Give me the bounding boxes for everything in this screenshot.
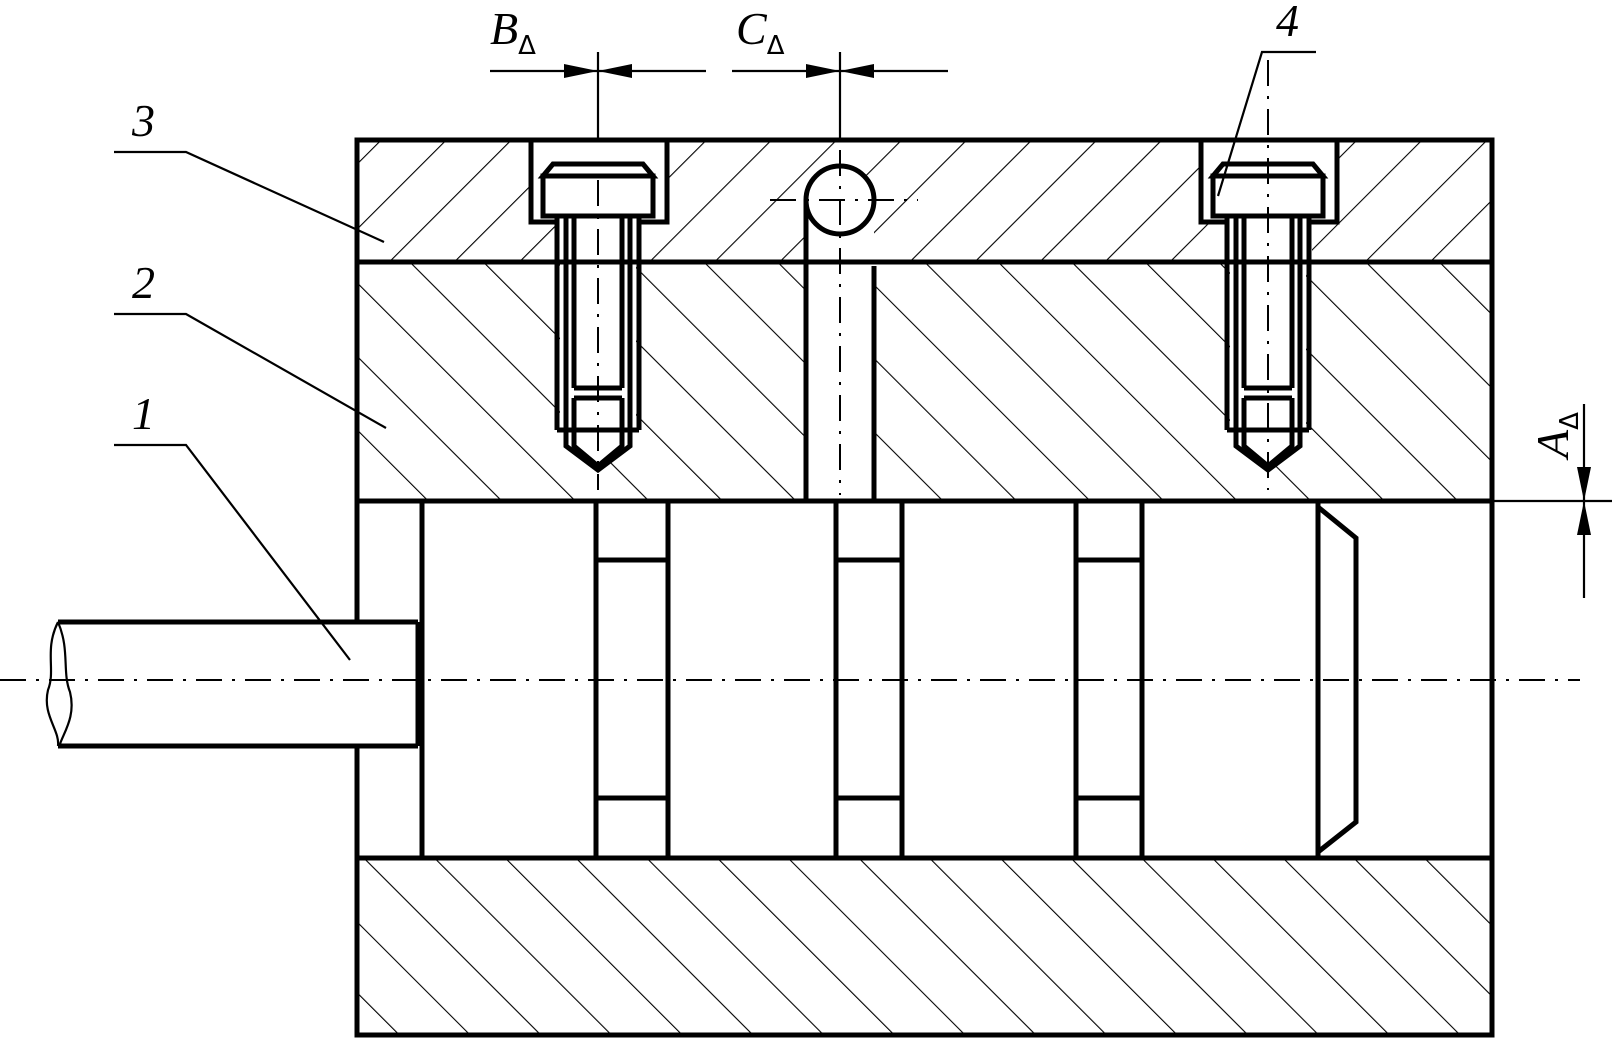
dimension-a-sub: Δ bbox=[1555, 412, 1585, 430]
dimension-c-letter: C bbox=[736, 3, 768, 54]
svg-text:BΔ: BΔ bbox=[490, 3, 536, 61]
label-1-text: 1 bbox=[132, 388, 155, 439]
svg-text:AΔ: AΔ bbox=[1527, 412, 1585, 461]
label-1: 1 bbox=[114, 388, 351, 661]
screw-right bbox=[1198, 60, 1340, 490]
dimension-b: BΔ bbox=[490, 3, 706, 140]
dimension-a-letter: A bbox=[1527, 429, 1578, 461]
dimension-a: AΔ bbox=[1492, 404, 1612, 598]
screw-left bbox=[528, 140, 670, 490]
dowel-pin bbox=[770, 150, 918, 501]
middle-plate-section bbox=[357, 262, 1492, 501]
label-2-text: 2 bbox=[132, 257, 155, 308]
dimension-b-sub: Δ bbox=[518, 31, 536, 61]
label-2: 2 bbox=[114, 257, 387, 429]
svg-text:CΔ: CΔ bbox=[736, 3, 785, 61]
chamfered-end-part bbox=[1315, 501, 1359, 858]
label-3: 3 bbox=[114, 95, 385, 244]
label-3-text: 3 bbox=[131, 95, 155, 146]
dimension-c: CΔ bbox=[732, 3, 948, 140]
label-4-text: 4 bbox=[1276, 0, 1299, 46]
shaft bbox=[45, 619, 421, 749]
label-4: 4 bbox=[1216, 0, 1316, 197]
dimension-c-sub: Δ bbox=[767, 31, 785, 61]
dimension-b-letter: B bbox=[490, 3, 518, 54]
base-plate-section bbox=[357, 858, 1492, 1035]
housing-outline bbox=[353, 137, 1495, 1038]
